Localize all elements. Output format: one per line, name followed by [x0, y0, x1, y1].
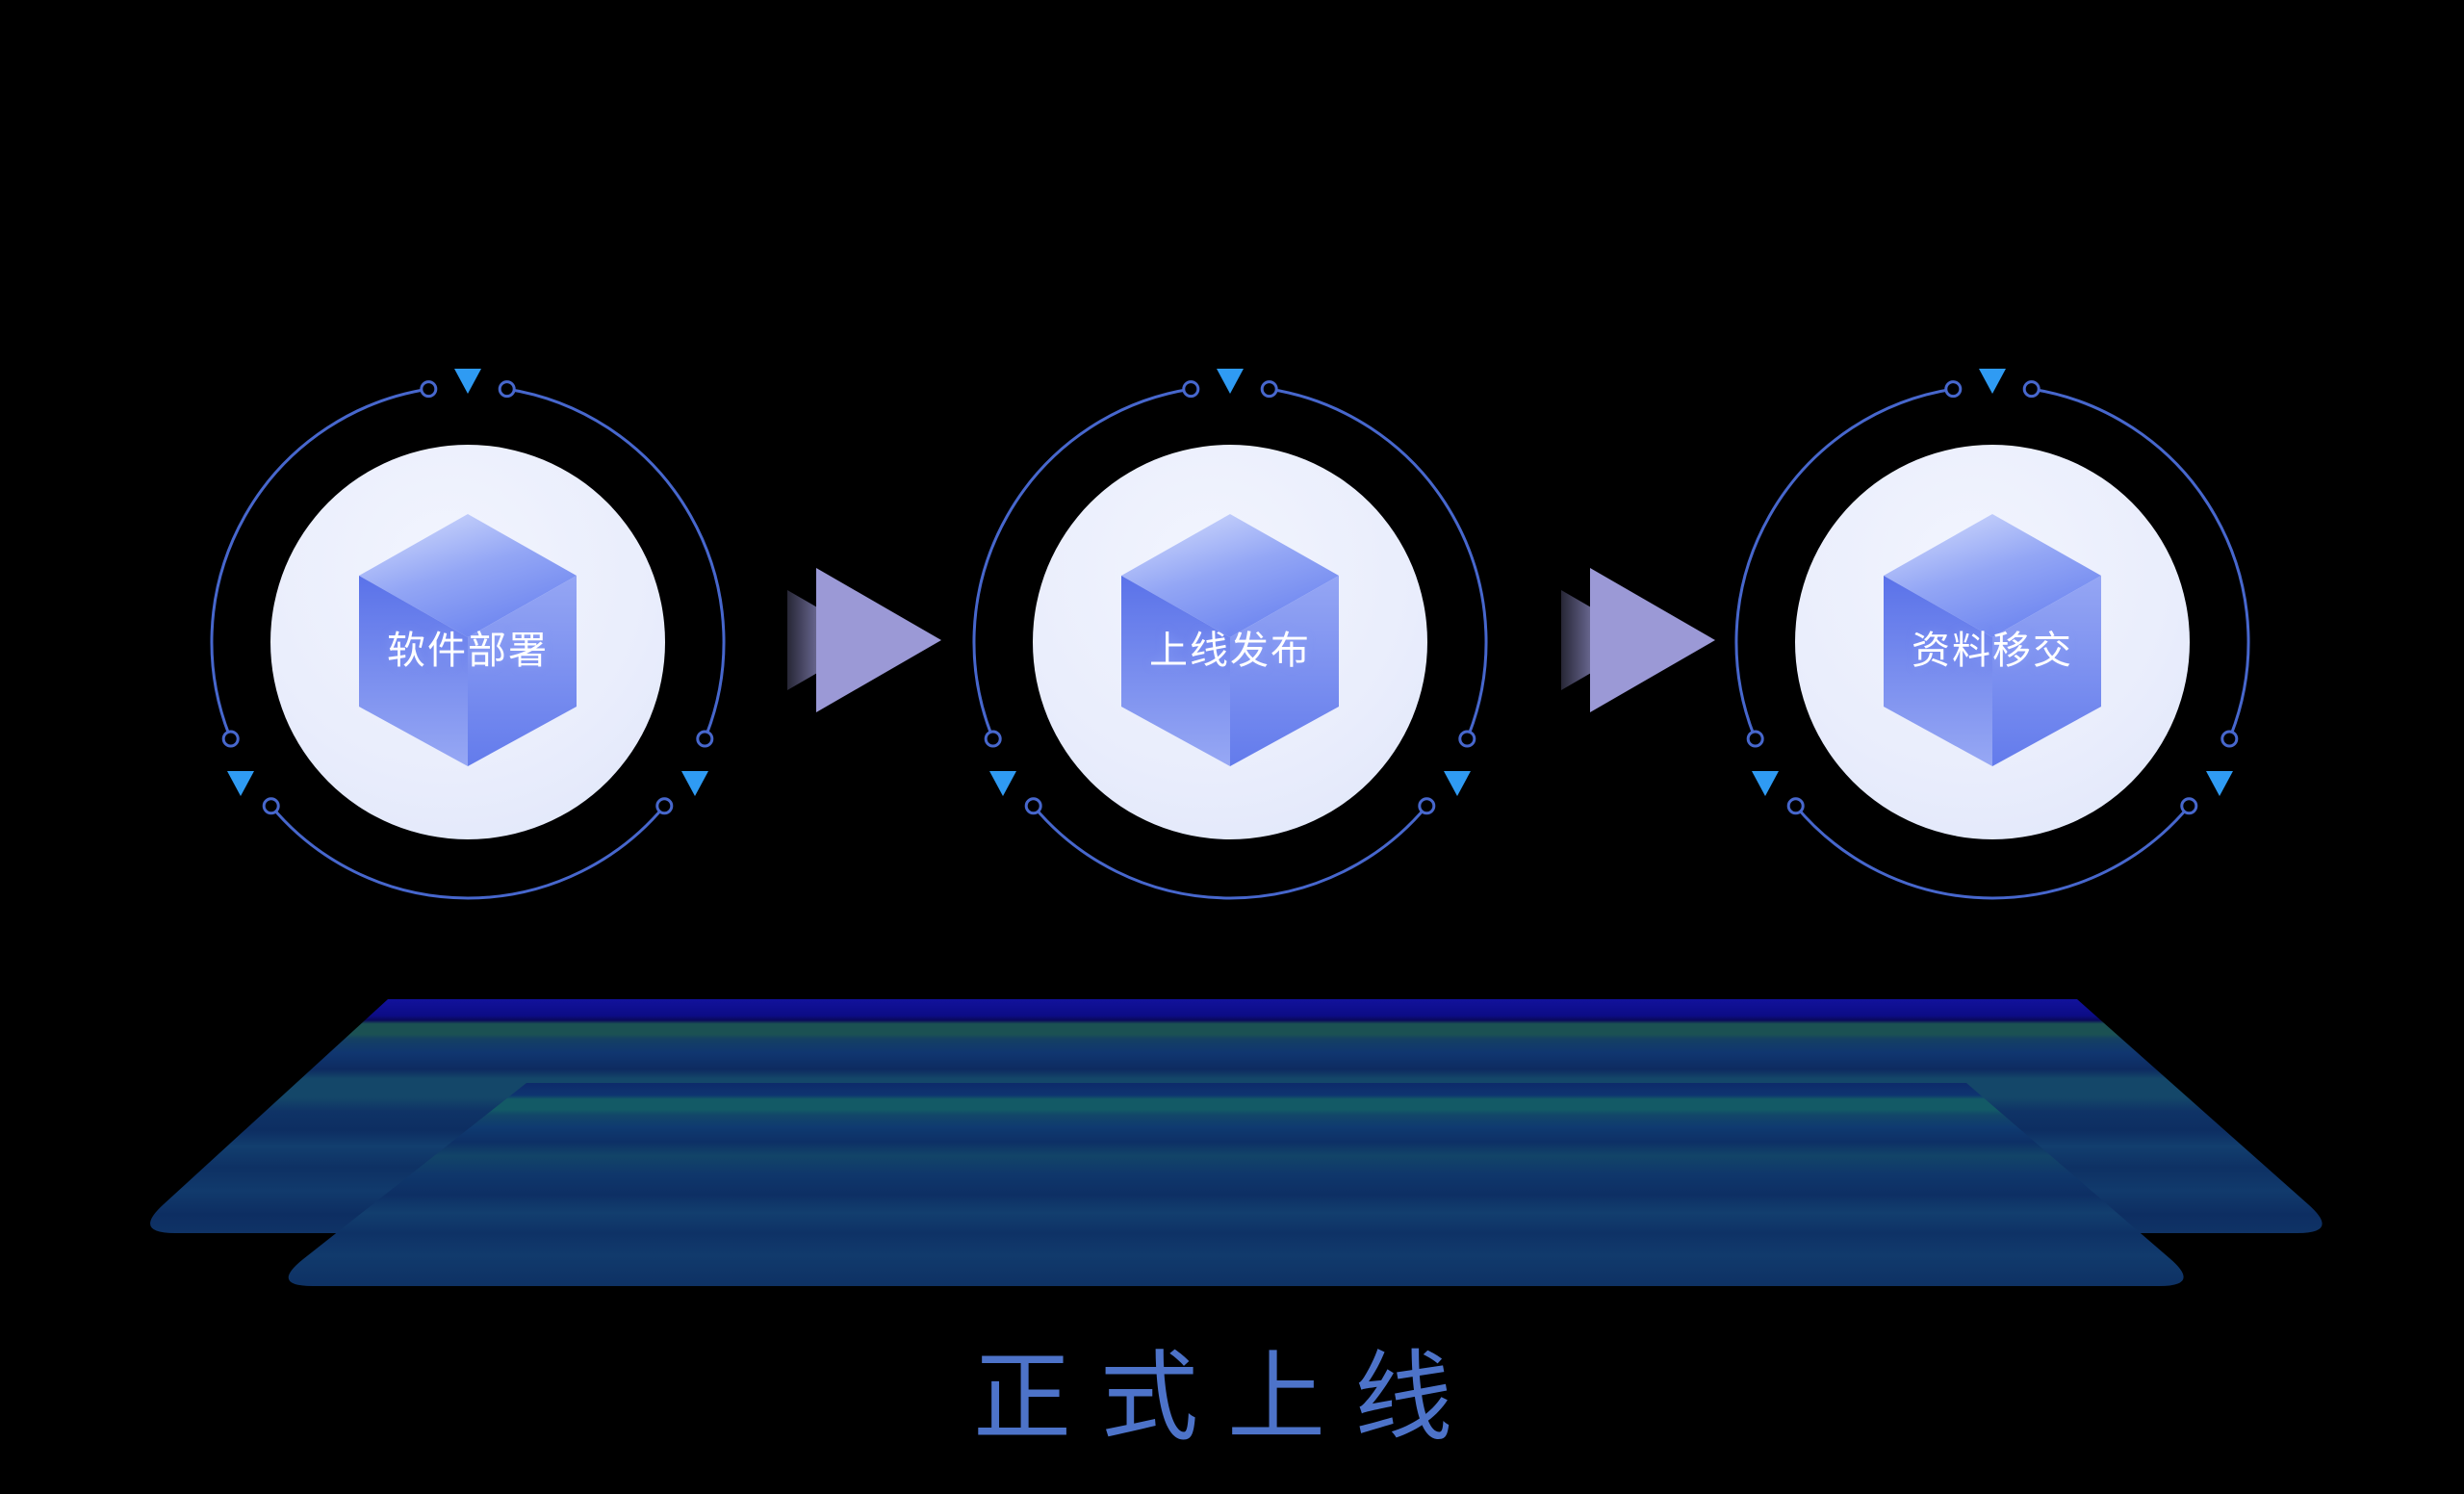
- arrow-step2-step3: [1561, 568, 1715, 712]
- step-label: 资料移交: [1912, 630, 2073, 672]
- platform-stage: [150, 999, 2323, 1286]
- step-label: 上线发布: [1149, 630, 1311, 672]
- platform-front-slab: [288, 1083, 2184, 1286]
- step-label: 软件部署: [387, 630, 549, 672]
- arrow-step1-step2: [787, 568, 941, 712]
- diagram-title: 正式上线: [973, 1343, 1481, 1453]
